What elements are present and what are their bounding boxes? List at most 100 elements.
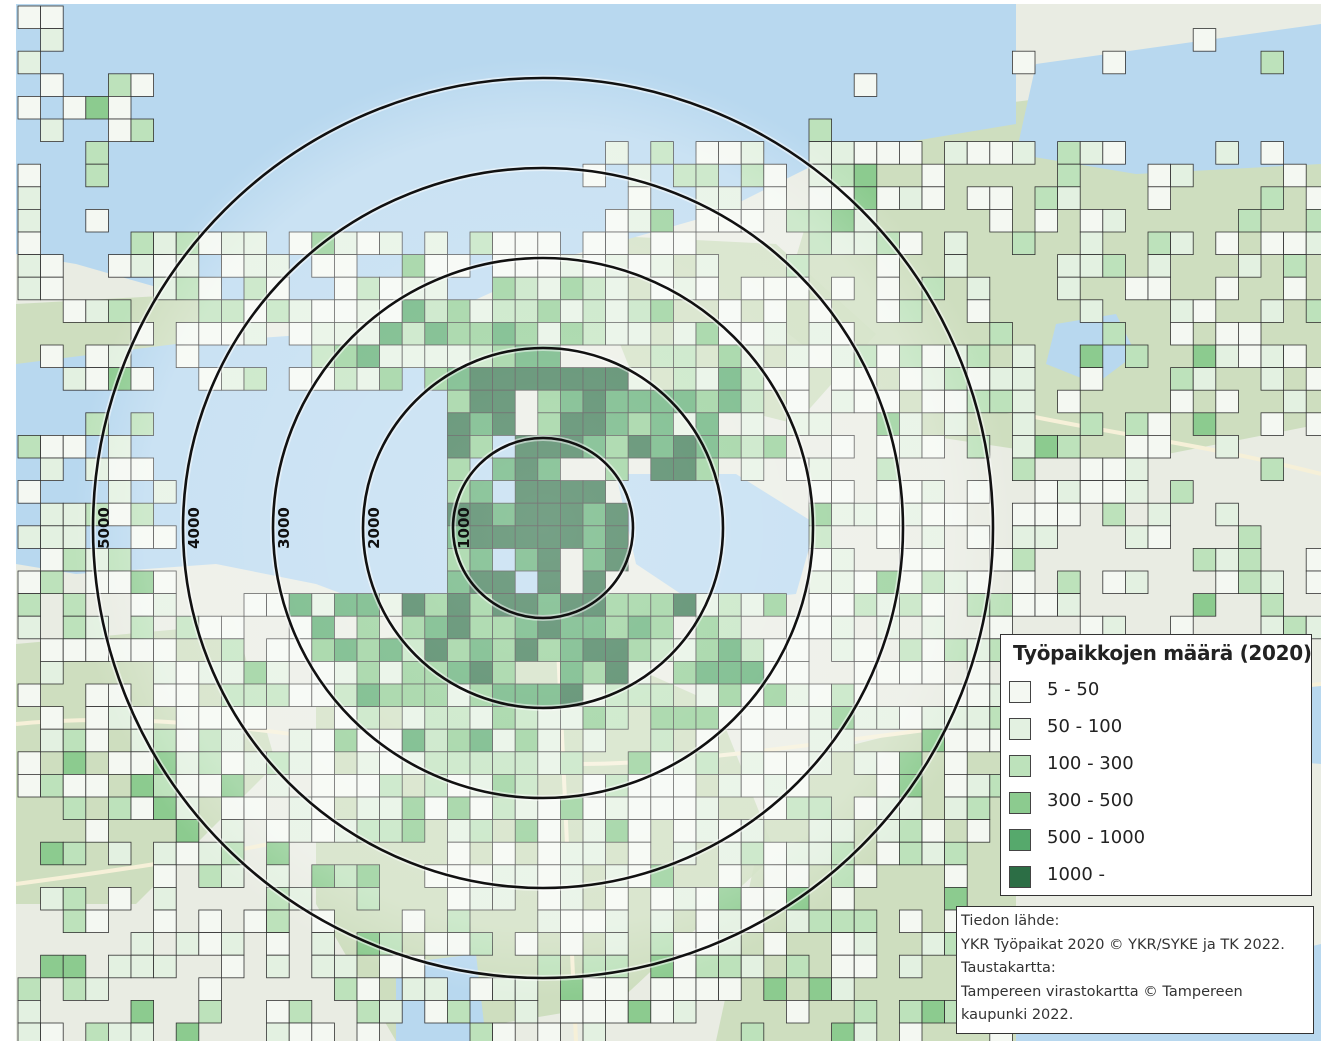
grid-cell [40, 1022, 64, 1041]
grid-cell [1192, 412, 1217, 436]
grid-cell [718, 977, 742, 1001]
grid-cell [85, 909, 109, 934]
grid-cell [1012, 434, 1036, 459]
grid-cell [1260, 141, 1285, 165]
grid-cell [130, 932, 155, 956]
grid-cell [1102, 321, 1126, 346]
grid-cell [1125, 276, 1149, 301]
grid-cell [175, 841, 200, 866]
grid-cell [1125, 525, 1149, 549]
grid-cell [786, 1000, 810, 1024]
legend-swatch [1009, 829, 1031, 851]
grid-cell [966, 276, 991, 301]
grid-cell [740, 954, 765, 979]
grid-cell [153, 864, 177, 888]
grid-cell [921, 932, 946, 956]
legend-swatch [1009, 755, 1031, 777]
grid-cell [40, 548, 64, 572]
grid-cell [40, 525, 64, 549]
grid-cell [1012, 412, 1036, 436]
buffer-haze-circle [73, 58, 1013, 998]
grid-cell [1012, 525, 1036, 549]
grid-cell [1102, 457, 1126, 482]
grid-cell [62, 96, 87, 120]
grid-cell [198, 977, 222, 1001]
grid-cell [1079, 367, 1104, 391]
legend-label: 500 - 1000 [1047, 827, 1146, 848]
grid-cell [40, 28, 64, 52]
grid-cell [673, 1000, 697, 1024]
grid-cell [1260, 367, 1285, 391]
grid-cell [153, 909, 177, 934]
grid-cell [85, 774, 109, 798]
grid-cell [831, 1022, 855, 1041]
grid-cell [1012, 344, 1036, 369]
grid-cell [1283, 344, 1307, 369]
grid-cell [130, 1022, 155, 1041]
water-area [1016, 24, 1321, 174]
grid-cell [40, 774, 64, 798]
ring-label-4000: 4000 [185, 507, 203, 549]
grid-cell [108, 887, 132, 911]
grid-cell [1012, 231, 1036, 256]
grid-cell [966, 299, 991, 323]
grid-cell [1238, 344, 1262, 369]
grid-cell [853, 1022, 878, 1041]
grid-cell [108, 796, 132, 821]
grid-cell [17, 1000, 42, 1024]
grid-cell [1102, 141, 1126, 165]
grid-cell [1260, 570, 1285, 595]
grid-cell [198, 1000, 222, 1024]
grid-cell [85, 163, 109, 188]
grid-cell [899, 909, 923, 934]
grid-cell [605, 1000, 629, 1024]
grid-cell [1057, 254, 1081, 278]
grid-cell [85, 819, 109, 843]
grid-cell [1283, 231, 1307, 256]
legend-label: 50 - 100 [1047, 716, 1123, 737]
grid-cell [989, 141, 1013, 165]
grid-cell [853, 73, 878, 97]
grid-cell [1283, 163, 1307, 188]
grid-cell [831, 954, 855, 979]
distance-ring [181, 166, 905, 890]
grid-cell [356, 977, 381, 1001]
grid-cell [85, 299, 109, 323]
grid-cell [1079, 299, 1104, 323]
legend-label: 300 - 500 [1047, 790, 1134, 811]
grid-cell [379, 1000, 403, 1024]
grid-cell [1215, 389, 1239, 414]
source-heading: Tiedon lähde: [961, 913, 1060, 929]
grid-cell [40, 73, 64, 97]
grid-cell [1057, 434, 1081, 459]
basemap-heading: Taustakartta: [961, 960, 1056, 977]
grid-cell [1147, 502, 1172, 527]
grid-cell [17, 977, 42, 1001]
grid-cell [1305, 412, 1321, 436]
grid-cell [40, 457, 64, 482]
grid-cell [62, 367, 87, 391]
grid-cell [1012, 50, 1036, 75]
grid-cell [1192, 593, 1217, 617]
grid-cell [40, 638, 64, 662]
grid-cell [853, 909, 878, 934]
grid-cell [921, 1000, 946, 1024]
grid-cell [40, 570, 64, 595]
grid-cell [1012, 570, 1036, 595]
grid-cell [1057, 480, 1081, 504]
ring-label-1000: 1000 [455, 507, 473, 549]
grid-cell [1012, 367, 1036, 391]
grid-cell [108, 118, 132, 143]
grid-cell [853, 932, 878, 956]
legend-label: 5 - 50 [1047, 679, 1100, 700]
grid-cell [40, 728, 64, 753]
grid-cell [108, 73, 132, 97]
grid-cell [356, 1000, 381, 1024]
grid-cell [1260, 412, 1285, 436]
grid-cell [266, 1000, 290, 1024]
grid-cell [85, 977, 109, 1001]
grid-cell [1260, 344, 1285, 369]
grid-cell [921, 163, 946, 188]
